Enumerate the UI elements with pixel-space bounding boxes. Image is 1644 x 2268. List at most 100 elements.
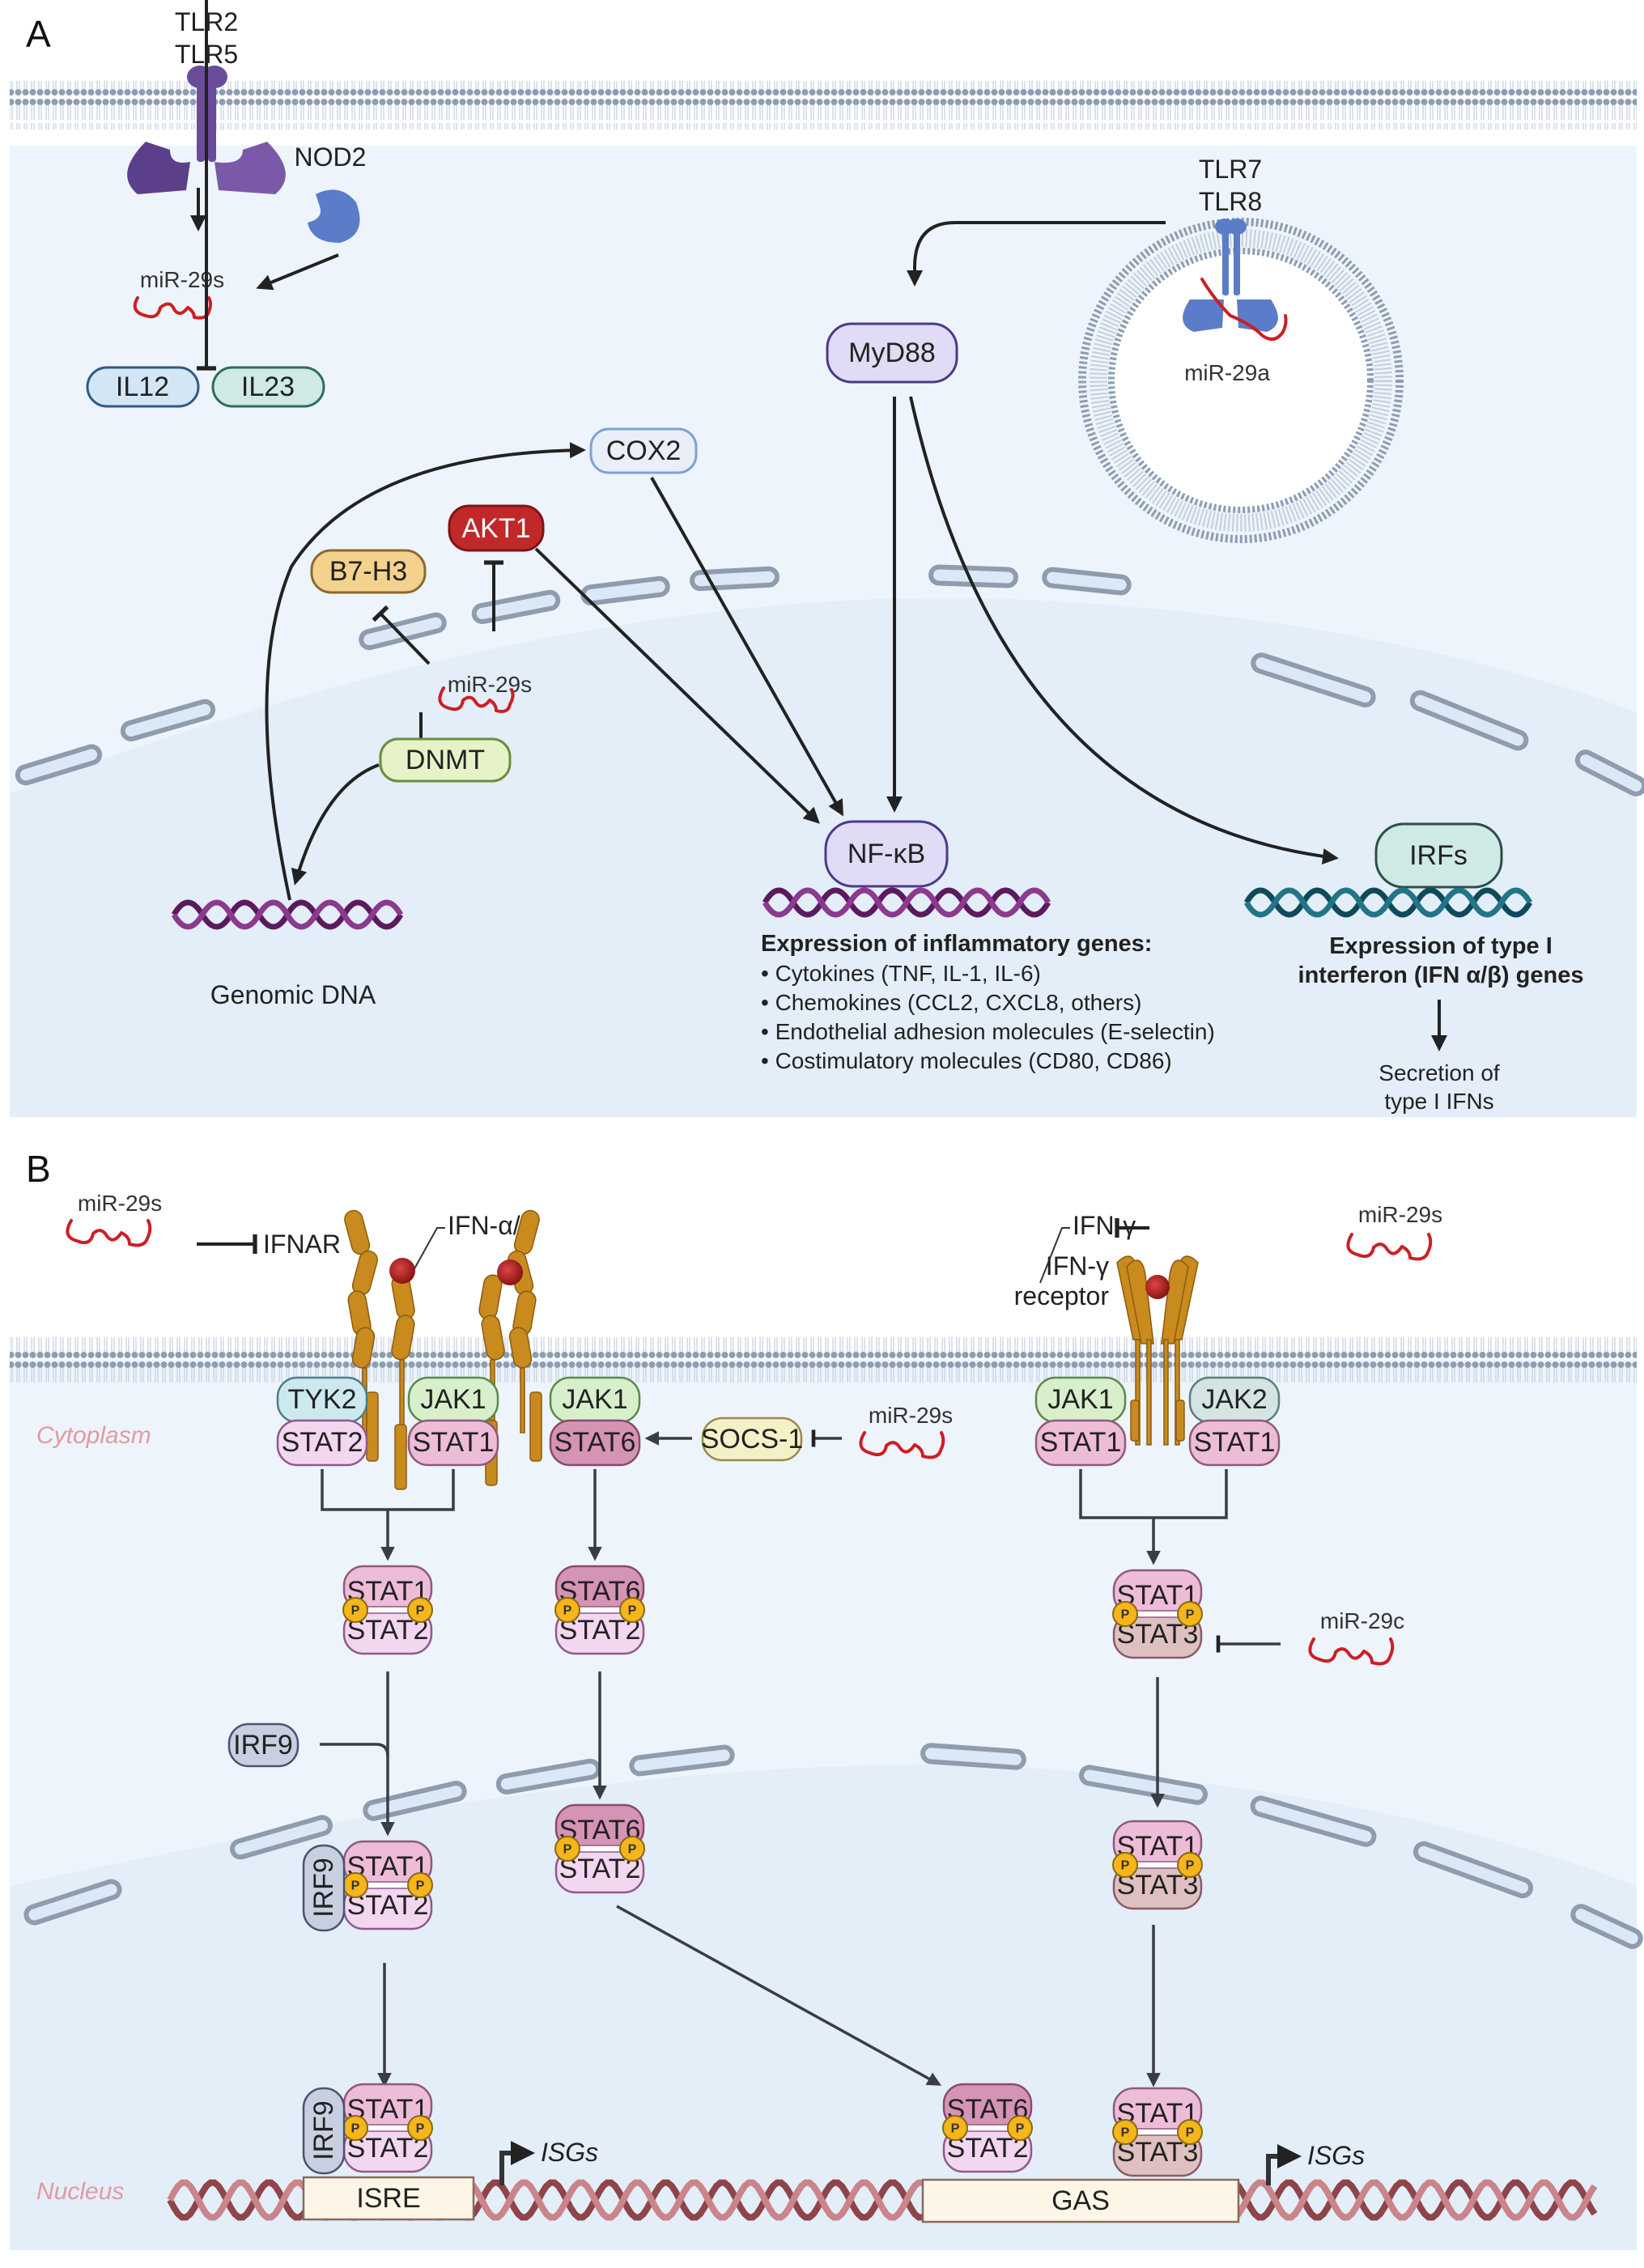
- stat6-node: STAT6: [549, 1419, 641, 1467]
- cox2-node: COX2: [589, 427, 698, 474]
- tyk2-node: TYK2: [276, 1376, 368, 1424]
- arrow-dnmt-to-dna: [291, 763, 380, 886]
- phosphate-icon: [407, 1872, 433, 1898]
- socs1-node: SOCS-1: [701, 1416, 804, 1462]
- nucleus-background: [10, 597, 1637, 1117]
- dimer-link: [363, 1606, 413, 1614]
- phosphate-icon: [407, 1597, 433, 1623]
- phosphate-label: P: [416, 1879, 425, 1893]
- stat1-node: STAT1: [1188, 1419, 1281, 1467]
- svg-text:COX2: COX2: [606, 435, 682, 466]
- dimer-link: [962, 2124, 1013, 2132]
- svg-text:SOCS-1: SOCS-1: [701, 1424, 804, 1455]
- phosphate-label: P: [1186, 1608, 1195, 1622]
- ifnar-label: IFNAR: [263, 1230, 341, 1259]
- transcription-arrow-gas-icon: [1266, 2144, 1302, 2185]
- phosphate-icon: [1112, 2119, 1138, 2145]
- dimer-link: [1132, 2128, 1183, 2136]
- mir29s-socs-label: miR-29s: [869, 1403, 953, 1428]
- phosphate-icon: [342, 1597, 368, 1623]
- interferon-heading-line2: interferon (IFN α/β) genes: [1298, 962, 1584, 988]
- dimer-link: [575, 1606, 625, 1614]
- panel-a-letter: A: [26, 13, 51, 55]
- secretion-line1: Secretion of: [1378, 1060, 1500, 1085]
- plasma-membrane: [10, 81, 1637, 130]
- dimer-link: [575, 1845, 625, 1853]
- svg-text:IL23: IL23: [241, 372, 295, 402]
- irf9-node: IRF9: [227, 1722, 299, 1768]
- dimer-link: [1132, 1861, 1183, 1869]
- dimer-link: [363, 2124, 413, 2132]
- b-plasma-membrane: [10, 1336, 1637, 1384]
- myd88-node: MyD88: [826, 322, 958, 384]
- ifn-ab-ligand-icon: [389, 1258, 415, 1284]
- irfs-node: IRFs: [1374, 822, 1503, 889]
- phosphate-icon: [942, 2115, 968, 2141]
- jak1-node: JAK1: [549, 1376, 641, 1424]
- cytoplasm-label: Cytoplasm: [36, 1422, 151, 1449]
- phosphate-label: P: [416, 1604, 425, 1618]
- ifng-ligand-icon: [1145, 1275, 1170, 1299]
- svg-text:IRF9: IRF9: [308, 1858, 339, 1918]
- phosphate-icon: [619, 1836, 645, 1862]
- phosphate-icon: [1007, 2115, 1033, 2141]
- stat1-node: STAT1: [1034, 1419, 1127, 1467]
- irfs-dna-helix-icon: [1243, 887, 1533, 918]
- ifng-receptor-icon: [1116, 1255, 1199, 1446]
- nfkb-dna-helix-icon: [762, 887, 1051, 918]
- svg-text:NF-κB: NF-κB: [847, 839, 925, 869]
- stat2-node: STAT2: [276, 1419, 368, 1467]
- phosphate-icon: [554, 1836, 580, 1862]
- genomic-dna-label: Genomic DNA: [210, 980, 376, 1009]
- mirna-nuclear-icon: [438, 686, 515, 713]
- interferon-heading-line1: Expression of type I: [1329, 933, 1553, 959]
- phosphate-icon: [619, 1597, 645, 1623]
- svg-text:IL12: IL12: [116, 372, 169, 402]
- phosphate-icon: [1177, 1601, 1203, 1627]
- svg-text:DNMT: DNMT: [406, 745, 485, 775]
- svg-text:TYK2: TYK2: [287, 1384, 356, 1415]
- secretion-line2: type I IFNs: [1384, 1089, 1493, 1114]
- dimer-link: [363, 1881, 413, 1889]
- genomic-dna-helix-icon: [171, 899, 404, 930]
- jak1-node: JAK1: [1034, 1376, 1127, 1424]
- svg-text:STAT1: STAT1: [1040, 1427, 1122, 1458]
- transcription-arrow-isre-icon: [499, 2141, 535, 2185]
- svg-text:STAT1: STAT1: [1194, 1427, 1276, 1458]
- svg-text:STAT6: STAT6: [554, 1427, 636, 1458]
- il12-node: IL12: [86, 366, 200, 408]
- arrow-myd88-to-irfs: [909, 396, 1339, 864]
- arrow-stat6-to-gas: [616, 1905, 942, 2086]
- svg-text:JAK1: JAK1: [1047, 1384, 1113, 1415]
- phosphate-label: P: [628, 1604, 637, 1618]
- svg-text:MyD88: MyD88: [848, 338, 936, 368]
- stat1-node: STAT1: [407, 1419, 499, 1467]
- ifng-label: IFN-γ: [1073, 1211, 1136, 1240]
- arrow-tlr7-to-myd88: [907, 221, 1166, 287]
- svg-text:IRF9: IRF9: [308, 2100, 339, 2160]
- svg-text:STAT1: STAT1: [413, 1427, 495, 1458]
- arrow-akt1-to-nfkb: [534, 547, 820, 824]
- gas-box: GAS: [921, 2178, 1240, 2223]
- phosphate-icon: [407, 2115, 433, 2141]
- svg-text:JAK1: JAK1: [562, 1384, 627, 1415]
- phosphate-icon: [1112, 1852, 1138, 1878]
- endosome: [1078, 218, 1404, 543]
- nucleus-label: Nucleus: [36, 2178, 124, 2205]
- irf9-vertical-node: IRF9: [302, 2087, 346, 2175]
- phosphate-label: P: [416, 2122, 425, 2136]
- phosphate-label: P: [1016, 2122, 1025, 2136]
- panel-b: B Cytoplasm Nucleus miR-29s IFNAR IFN-α/…: [10, 1148, 1643, 2250]
- svg-text:AKT1: AKT1: [461, 513, 530, 544]
- svg-text:IRFs: IRFs: [1409, 840, 1468, 871]
- tlr8-label: TLR8: [1199, 187, 1262, 216]
- svg-text:GAS: GAS: [1051, 2185, 1110, 2216]
- mirna-endosome-icon: [1200, 278, 1288, 341]
- jak1-node: JAK1: [407, 1376, 499, 1424]
